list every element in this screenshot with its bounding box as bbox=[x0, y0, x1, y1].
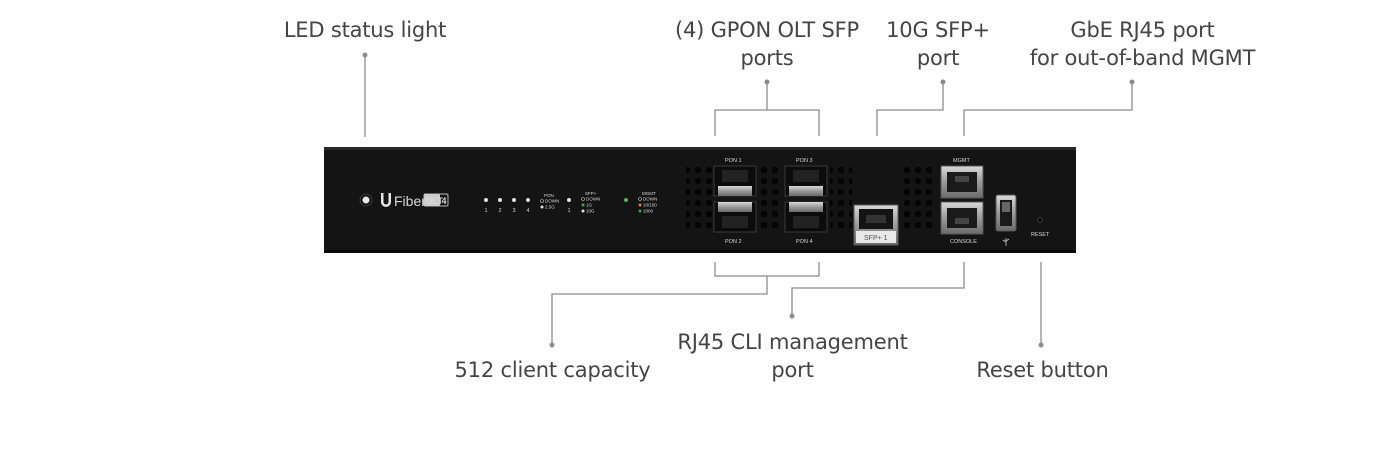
svg-text:SFP+: SFP+ bbox=[585, 191, 597, 196]
pon-led-2: 2 bbox=[499, 208, 502, 214]
svg-text:PON: PON bbox=[544, 193, 554, 198]
svg-text:10/100: 10/100 bbox=[643, 203, 657, 208]
sfp-led: 1 bbox=[567, 198, 571, 214]
pon-1-label: PON 1 bbox=[725, 158, 742, 164]
pon-led-3: 3 bbox=[513, 208, 516, 214]
logo-model: OLT bbox=[426, 196, 444, 206]
callout-10g-sfp-port: 10G SFP+ port bbox=[886, 18, 990, 70]
reset-button: RESET bbox=[1031, 217, 1050, 238]
pon-led-row: 1 2 3 4 bbox=[484, 198, 530, 214]
vent-mid-2 bbox=[830, 165, 852, 231]
leader-lines bbox=[364, 55, 1133, 345]
usb-icon bbox=[1002, 238, 1010, 246]
callout-gbe-rj45-mgmt-port: GbE RJ45 port for out-of-band MGMT bbox=[1029, 18, 1256, 70]
svg-text:DOWN: DOWN bbox=[586, 197, 600, 202]
rj45-ports: MGMT CONSOLE bbox=[940, 158, 984, 245]
mgmt-legend: MGMT DOWN 10/100 1000 bbox=[638, 191, 657, 214]
svg-text:DOWN: DOWN bbox=[545, 199, 559, 204]
mgmt-label: MGMT bbox=[953, 158, 970, 164]
callout-gpon-olt-sfp-ports: (4) GPON OLT SFP ports bbox=[675, 18, 859, 70]
logo-brand: Fiber bbox=[394, 193, 426, 209]
pon-2-label: PON 2 bbox=[725, 239, 742, 245]
vent-mid-1 bbox=[760, 165, 782, 231]
callout-led-status-light: LED status light bbox=[283, 18, 447, 42]
svg-text:DOWN: DOWN bbox=[643, 197, 657, 202]
reset-label: RESET bbox=[1031, 232, 1050, 238]
leader-dots bbox=[362, 52, 1135, 348]
console-label: CONSOLE bbox=[950, 239, 977, 245]
logo-model-number: 4 bbox=[442, 196, 447, 206]
callout-reset-button: Reset button bbox=[976, 358, 1109, 382]
u-logo-icon bbox=[381, 193, 391, 207]
led-status-light bbox=[362, 196, 370, 204]
callout-rj45-cli-management-port: RJ45 CLI management port bbox=[677, 330, 908, 382]
fiber-logo: Fiber OLT 4 bbox=[381, 193, 449, 209]
sfp-plus-port: SFP+ 1 bbox=[853, 204, 899, 246]
pon-led-1: 1 bbox=[485, 208, 488, 214]
callout-512-client-capacity: 512 client capacity bbox=[454, 358, 651, 382]
pon-port-group: PON 1 PON 3 PON 2 PON 4 bbox=[713, 158, 828, 245]
vent-right bbox=[903, 165, 933, 231]
pon-3-label: PON 3 bbox=[796, 158, 813, 164]
pon-led-4: 4 bbox=[527, 208, 530, 214]
vent-left bbox=[686, 165, 712, 231]
mgmt-led bbox=[624, 198, 628, 202]
pon-legend: PON DOWN 2.5G bbox=[540, 193, 559, 210]
svg-text:1000: 1000 bbox=[643, 209, 654, 214]
pon-4-label: PON 4 bbox=[796, 239, 813, 245]
svg-text:1: 1 bbox=[568, 208, 571, 214]
usb-port bbox=[995, 194, 1017, 246]
svg-text:2.5G: 2.5G bbox=[545, 205, 555, 210]
svg-text:MGMT: MGMT bbox=[642, 191, 656, 196]
sfp-plus-label: SFP+ 1 bbox=[864, 235, 888, 242]
svg-text:1G: 1G bbox=[586, 203, 593, 208]
sfp-legend: SFP+ DOWN 1G 10G bbox=[581, 191, 600, 214]
svg-text:10G: 10G bbox=[586, 209, 595, 214]
